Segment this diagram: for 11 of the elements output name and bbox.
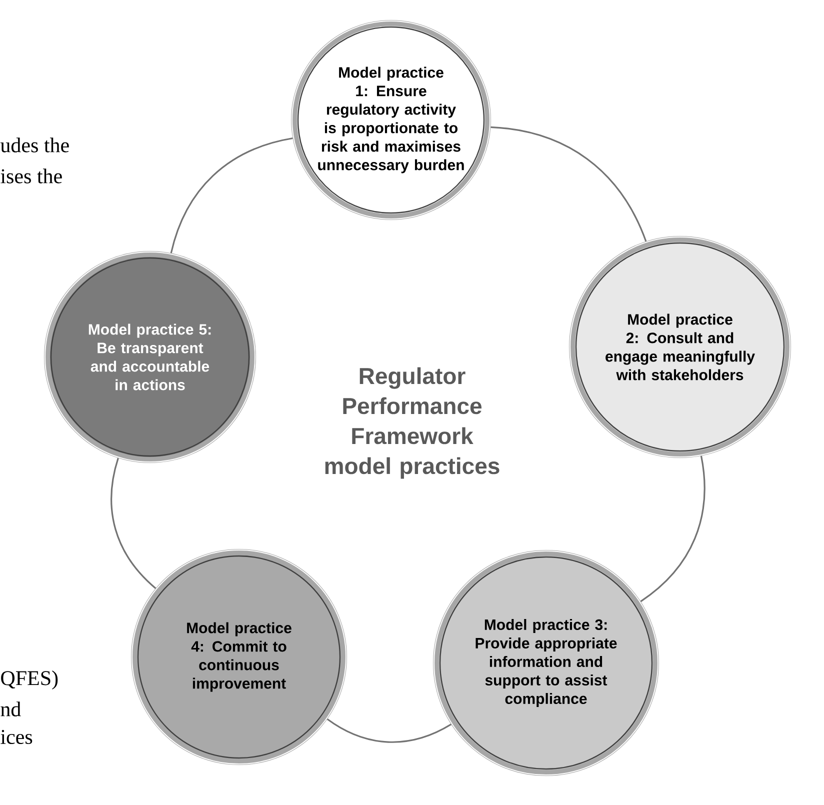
connector-line bbox=[110, 458, 156, 589]
connector-line bbox=[490, 126, 647, 242]
body-text: QFES) bbox=[1, 670, 58, 690]
connector-line bbox=[640, 456, 706, 602]
connector-line bbox=[170, 137, 293, 254]
center-title: Regulator Performance Framework model practices bbox=[325, 367, 500, 479]
body-text: ises the bbox=[0, 168, 62, 184]
body-text: ices bbox=[0, 730, 32, 744]
body-text: nd bbox=[0, 702, 21, 716]
body-text: udes the bbox=[0, 138, 69, 152]
connector-line bbox=[326, 718, 452, 743]
